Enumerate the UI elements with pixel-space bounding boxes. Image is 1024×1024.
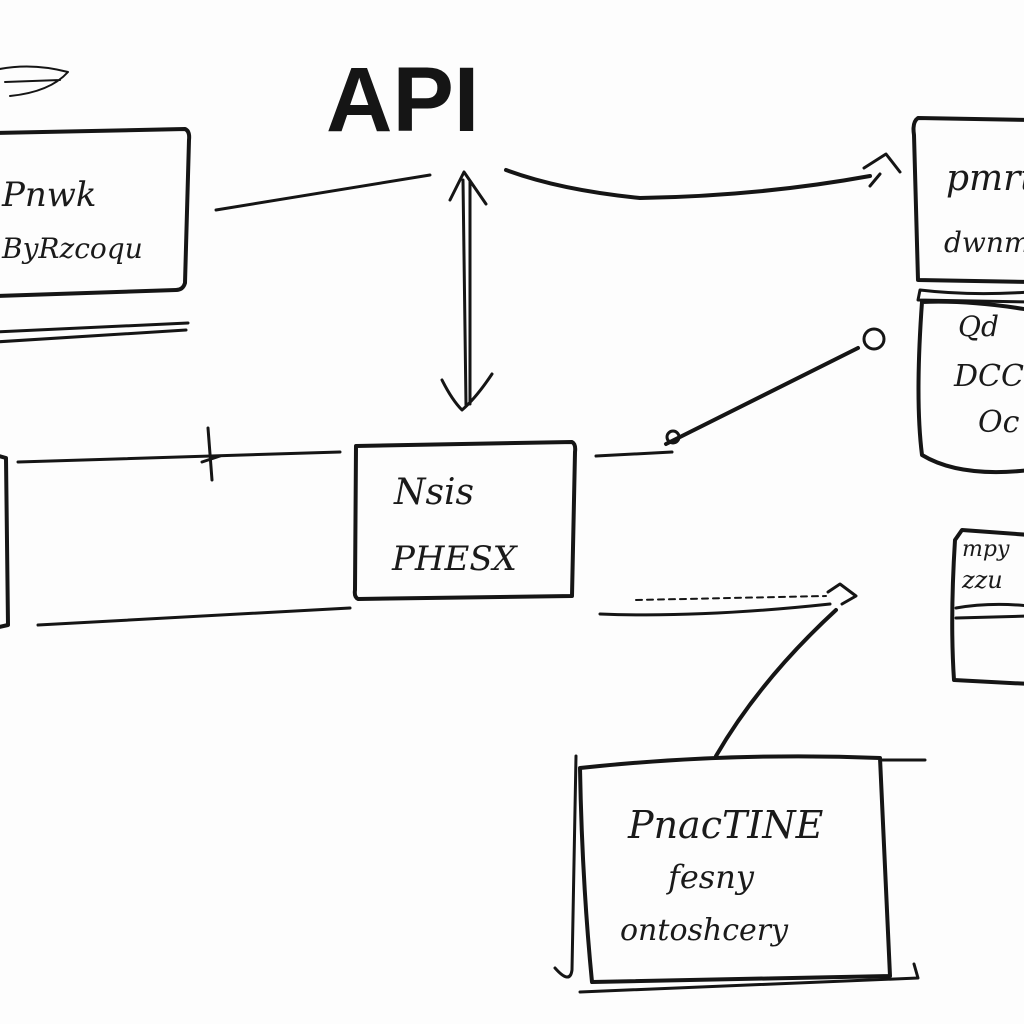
box-small-right: mpy zzu [950,528,1024,686]
connector-end-circle [862,327,886,351]
box-bottom: PnacTINE fesny ontoshcery [553,754,927,994]
box-bottom-line1: PnacTINE [627,803,824,847]
connector-topleft-api [214,173,432,212]
box-mid-right: Qd DCC Oc [916,288,1024,475]
connector-left-tick [200,426,222,482]
box-top-right-line1: pmrt [946,158,1024,199]
box-top-left-line1: Pnwk [1,175,96,215]
connector-center-midright [664,346,860,446]
diagram-title: API [326,49,479,151]
connector-api-center-shaft [461,178,472,407]
connector-center-right-stub [594,450,674,458]
connector-joint [826,582,858,606]
box-mid-right-line2: DCC [953,359,1024,394]
box-top-left: Pnwk ByRzcoqu [0,127,192,344]
connector-left-bottom [36,606,352,627]
connector-api-topright [504,168,872,200]
box-top-left-line2: ByRzcoqu [1,232,143,265]
box-top-right-line2: dwnm [944,226,1024,259]
box-small-right-line1: mpy [962,537,1010,562]
box-small-right-line2: zzu [961,566,1003,594]
box-bottom-line3: ontoshcery [620,913,789,948]
corner-scribble [0,65,69,97]
box-center-line2: PHESX [391,539,519,579]
box-mid-right-line3: Oc [978,405,1020,440]
box-top-right: pmrt dwnm [911,116,1024,284]
arrow-down-head [440,372,494,412]
arrow-up-head [448,170,488,206]
connector-center-right-dashed [635,595,827,601]
box-mid-right-line1: Qd [958,310,999,343]
box-left-cropped [0,454,10,629]
connectors [16,152,902,758]
box-bottom-line2: fesny [666,858,755,896]
box-center: Nsis PHESX [352,440,578,601]
box-center-line1: Nsis [393,472,474,513]
connector-joint-bottom [714,608,838,758]
connector-center-right [598,602,832,617]
connector-left-top [16,450,342,464]
connector-topright-arrowhead [862,152,902,188]
connector-start-circle [665,429,681,445]
